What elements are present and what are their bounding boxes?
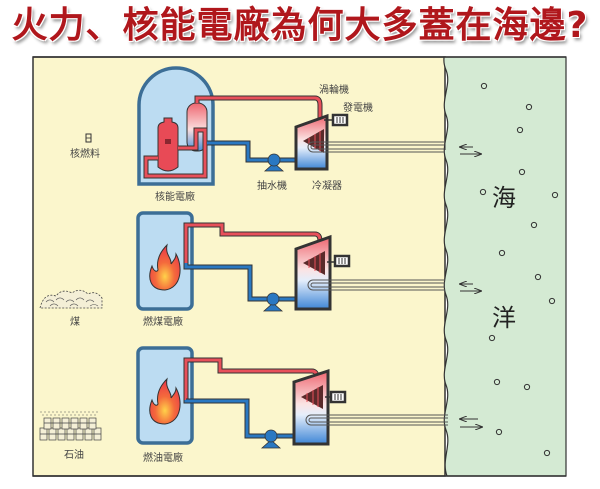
bubble [488, 334, 496, 342]
bubble [518, 168, 526, 176]
coal-plant-label: 燃煤電廠 [143, 315, 183, 328]
bubble [530, 221, 538, 229]
condenser-label: 冷凝器 [312, 179, 342, 192]
cooling-water-pipe [307, 279, 445, 291]
bubble [523, 383, 531, 391]
bubble [479, 188, 487, 196]
sea-bubbles [479, 82, 559, 457]
nuclear-plant-row: 核燃料 [70, 66, 481, 203]
bubble [525, 103, 533, 111]
pump-icon [262, 292, 284, 312]
pump-icon [263, 153, 285, 172]
page-title: 火力、核能電廠為何大多蓋在海邊? [11, 5, 589, 46]
bubble [498, 249, 506, 257]
oil-fuel-label: 石油 [64, 448, 84, 461]
sea-area [443, 56, 567, 477]
cooling-water-pipe [307, 141, 445, 153]
pump-icon [260, 429, 282, 449]
sea-label-1: 海 [492, 184, 516, 212]
flame-icon [149, 243, 181, 291]
bubble [534, 273, 542, 281]
cooling-water-pipe [305, 414, 448, 426]
bubble [543, 449, 551, 457]
oil-plant-row: 石油 燃油電廠 [39, 346, 482, 464]
turbine-blades-icon [303, 129, 324, 153]
sea-label-2: 洋 [492, 304, 516, 332]
pump-label: 抽水機 [257, 179, 287, 192]
oil-drums-icon [39, 417, 102, 441]
bubble [548, 297, 556, 305]
flame-icon [149, 377, 181, 425]
nuclear-fuel-label: 核燃料 [70, 147, 100, 160]
coal-plant-row: 煤 燃煤電廠 [39, 211, 481, 328]
turbine-label: 渦輪機 [319, 83, 349, 96]
reactor-vessel-icon [157, 117, 179, 172]
coal-fuel-label: 煤 [70, 315, 80, 328]
coal-pile-icon [39, 289, 103, 309]
bubble [480, 82, 488, 90]
nuclear-plant-label: 核能電廠 [155, 190, 195, 203]
bubble [516, 126, 524, 134]
oil-plant-label: 燃油電廠 [143, 451, 183, 464]
bubble [495, 428, 503, 436]
generator-label: 發電機 [343, 101, 373, 114]
bubble [493, 378, 501, 386]
bubble [551, 191, 559, 199]
